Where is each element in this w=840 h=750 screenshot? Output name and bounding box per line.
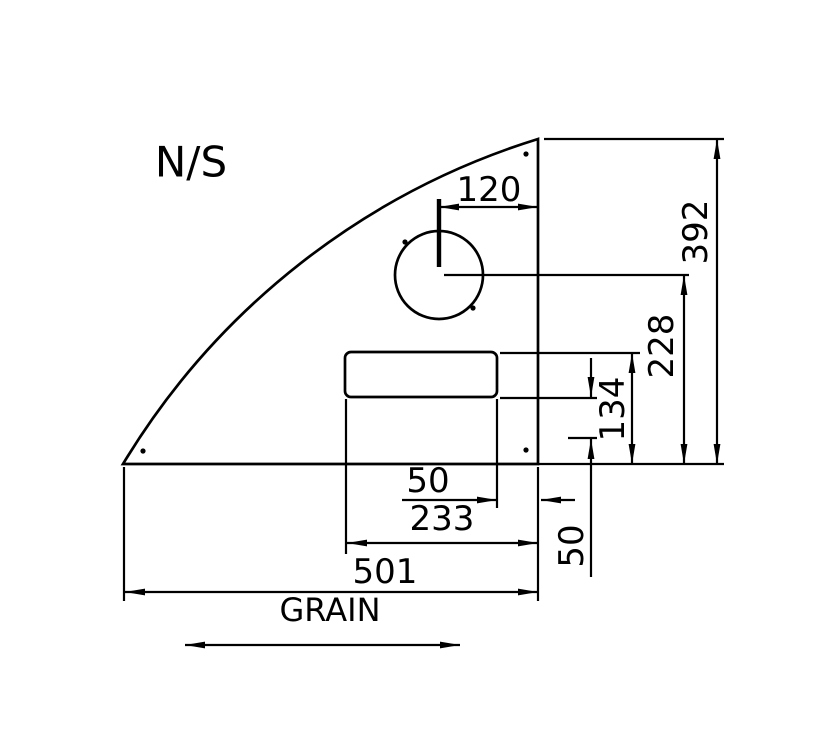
dim-label-hole-to-right: 120 (457, 170, 522, 210)
dim-label-slot-top-to-bottom: 134 (593, 377, 633, 442)
pilot-hole-dot (402, 239, 408, 245)
dim-label-slot-left-to-right-edge: 233 (410, 499, 475, 539)
pilot-hole-dot (523, 447, 529, 453)
pilot-hole-dot (470, 305, 476, 311)
pilot-hole-dot (140, 448, 146, 454)
dim-label-hole-to-bottom: 228 (642, 314, 682, 379)
dim-label-panel-width: 501 (353, 552, 418, 592)
panel-outline (120, 137, 540, 466)
pilot-hole-dot (523, 151, 529, 157)
slot-rect (343, 350, 499, 399)
dim-label-panel-height: 392 (676, 200, 716, 265)
dim-label-slot-gap-right: 50 (406, 461, 449, 501)
part-label: N/S (155, 138, 227, 187)
grain-label: GRAIN (280, 591, 381, 629)
dim-label-slot-drop: 50 (552, 524, 592, 567)
